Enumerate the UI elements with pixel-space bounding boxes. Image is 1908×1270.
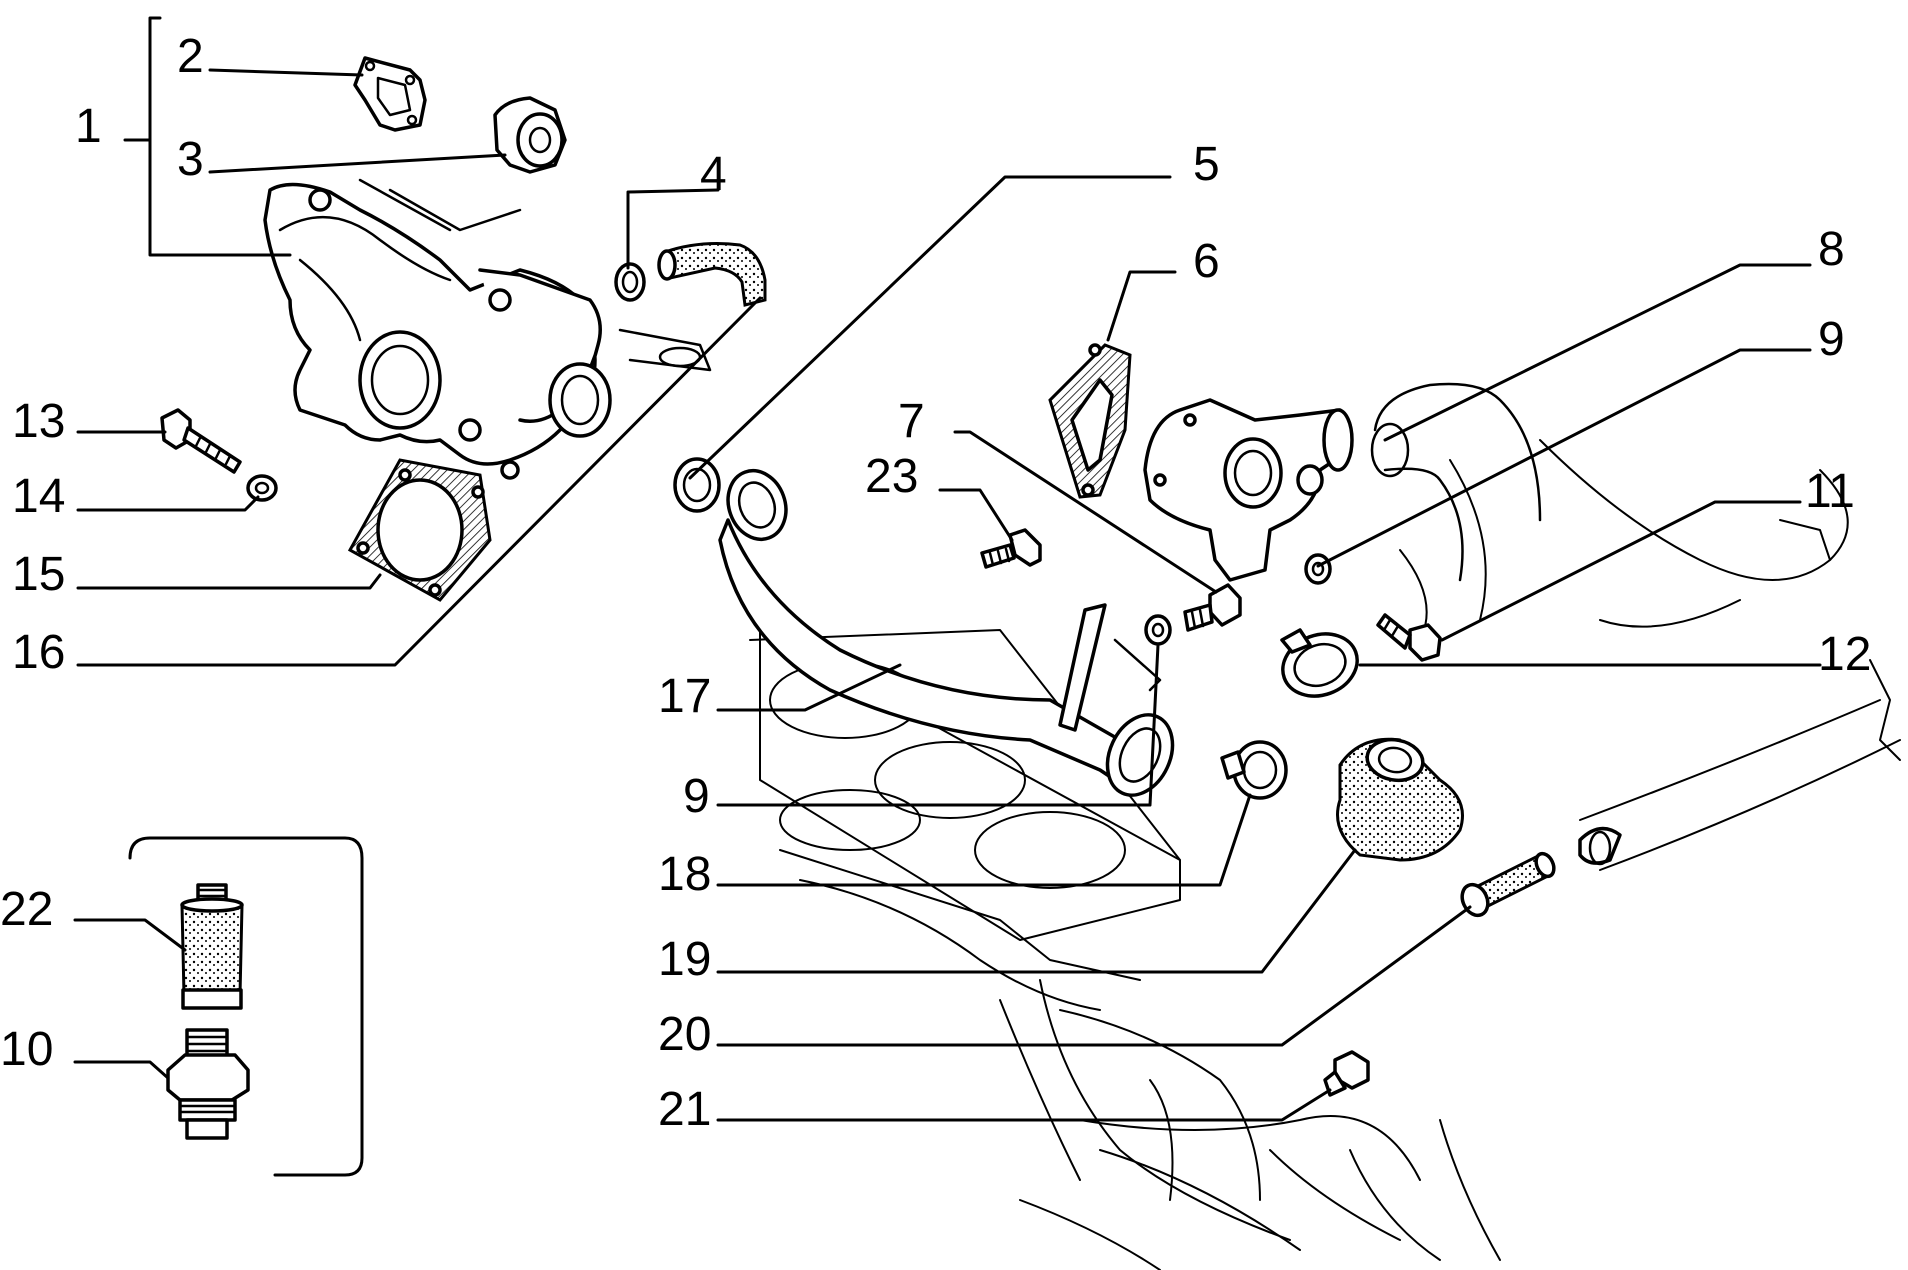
filter-element-22 (180, 883, 244, 1010)
washer-9-lower (1144, 614, 1172, 646)
water-pump-housing (263, 178, 712, 480)
callout-7: 7 (898, 395, 925, 448)
upper-radiator-hose (1370, 382, 1542, 582)
bolt-13 (160, 408, 242, 474)
group-bracket-1 (123, 16, 292, 257)
hose-nipple-20 (1460, 826, 1622, 918)
bypass-hose (657, 242, 767, 307)
callout-16: 16 (12, 626, 65, 679)
hose-clamp-18 (1220, 740, 1288, 800)
callout-4: 4 (700, 148, 727, 201)
callout-22: 22 (0, 883, 53, 936)
callout-labels: 1 2 3 4 5 6 7 8 9 9 10 11 12 13 14 15 16… (0, 30, 1871, 1136)
callout-17: 17 (658, 670, 711, 723)
callout-15: 15 (12, 548, 65, 601)
engine-block-background (749, 439, 1901, 1270)
drain-plug-21 (1323, 1050, 1370, 1097)
callout-23: 23 (865, 450, 918, 503)
o-ring (673, 457, 721, 513)
callout-3: 3 (177, 133, 204, 186)
callout-13: 13 (12, 395, 65, 448)
callout-20: 20 (658, 1008, 711, 1061)
bolt-11 (1376, 613, 1442, 662)
small-hose-clamp (614, 262, 646, 302)
washer-9-upper (1304, 553, 1332, 585)
hub-nut (493, 96, 567, 174)
callout-11: 11 (1805, 465, 1855, 518)
thermostat-gasket (1048, 343, 1132, 499)
leader-lines (73, 68, 1822, 1122)
hose-clamp-12 (1280, 628, 1359, 698)
callout-5: 5 (1193, 138, 1220, 191)
thermostat-housing (1143, 398, 1354, 582)
callout-12: 12 (1818, 628, 1871, 681)
flange-gasket (347, 458, 492, 602)
washer-14 (246, 474, 278, 502)
callout-6: 6 (1193, 235, 1220, 288)
callout-9-lower: 9 (683, 770, 710, 823)
sensor-10 (166, 1028, 250, 1140)
rubber-boot-19 (1336, 737, 1464, 862)
callout-9-upper: 9 (1818, 313, 1845, 366)
callout-2: 2 (177, 30, 204, 83)
callout-19: 19 (658, 933, 711, 986)
callout-8: 8 (1818, 223, 1845, 276)
callout-10: 10 (0, 1023, 53, 1076)
callout-14: 14 (12, 470, 65, 523)
callout-21: 21 (658, 1083, 711, 1136)
coolant-pipe (718, 468, 1175, 797)
temperature-sensor-7 (1183, 583, 1242, 632)
callout-18: 18 (658, 848, 711, 901)
group-bracket-22-10 (128, 836, 364, 1177)
screw-23 (980, 528, 1042, 569)
water-pump-gasket (353, 56, 427, 132)
callout-1: 1 (75, 100, 102, 153)
